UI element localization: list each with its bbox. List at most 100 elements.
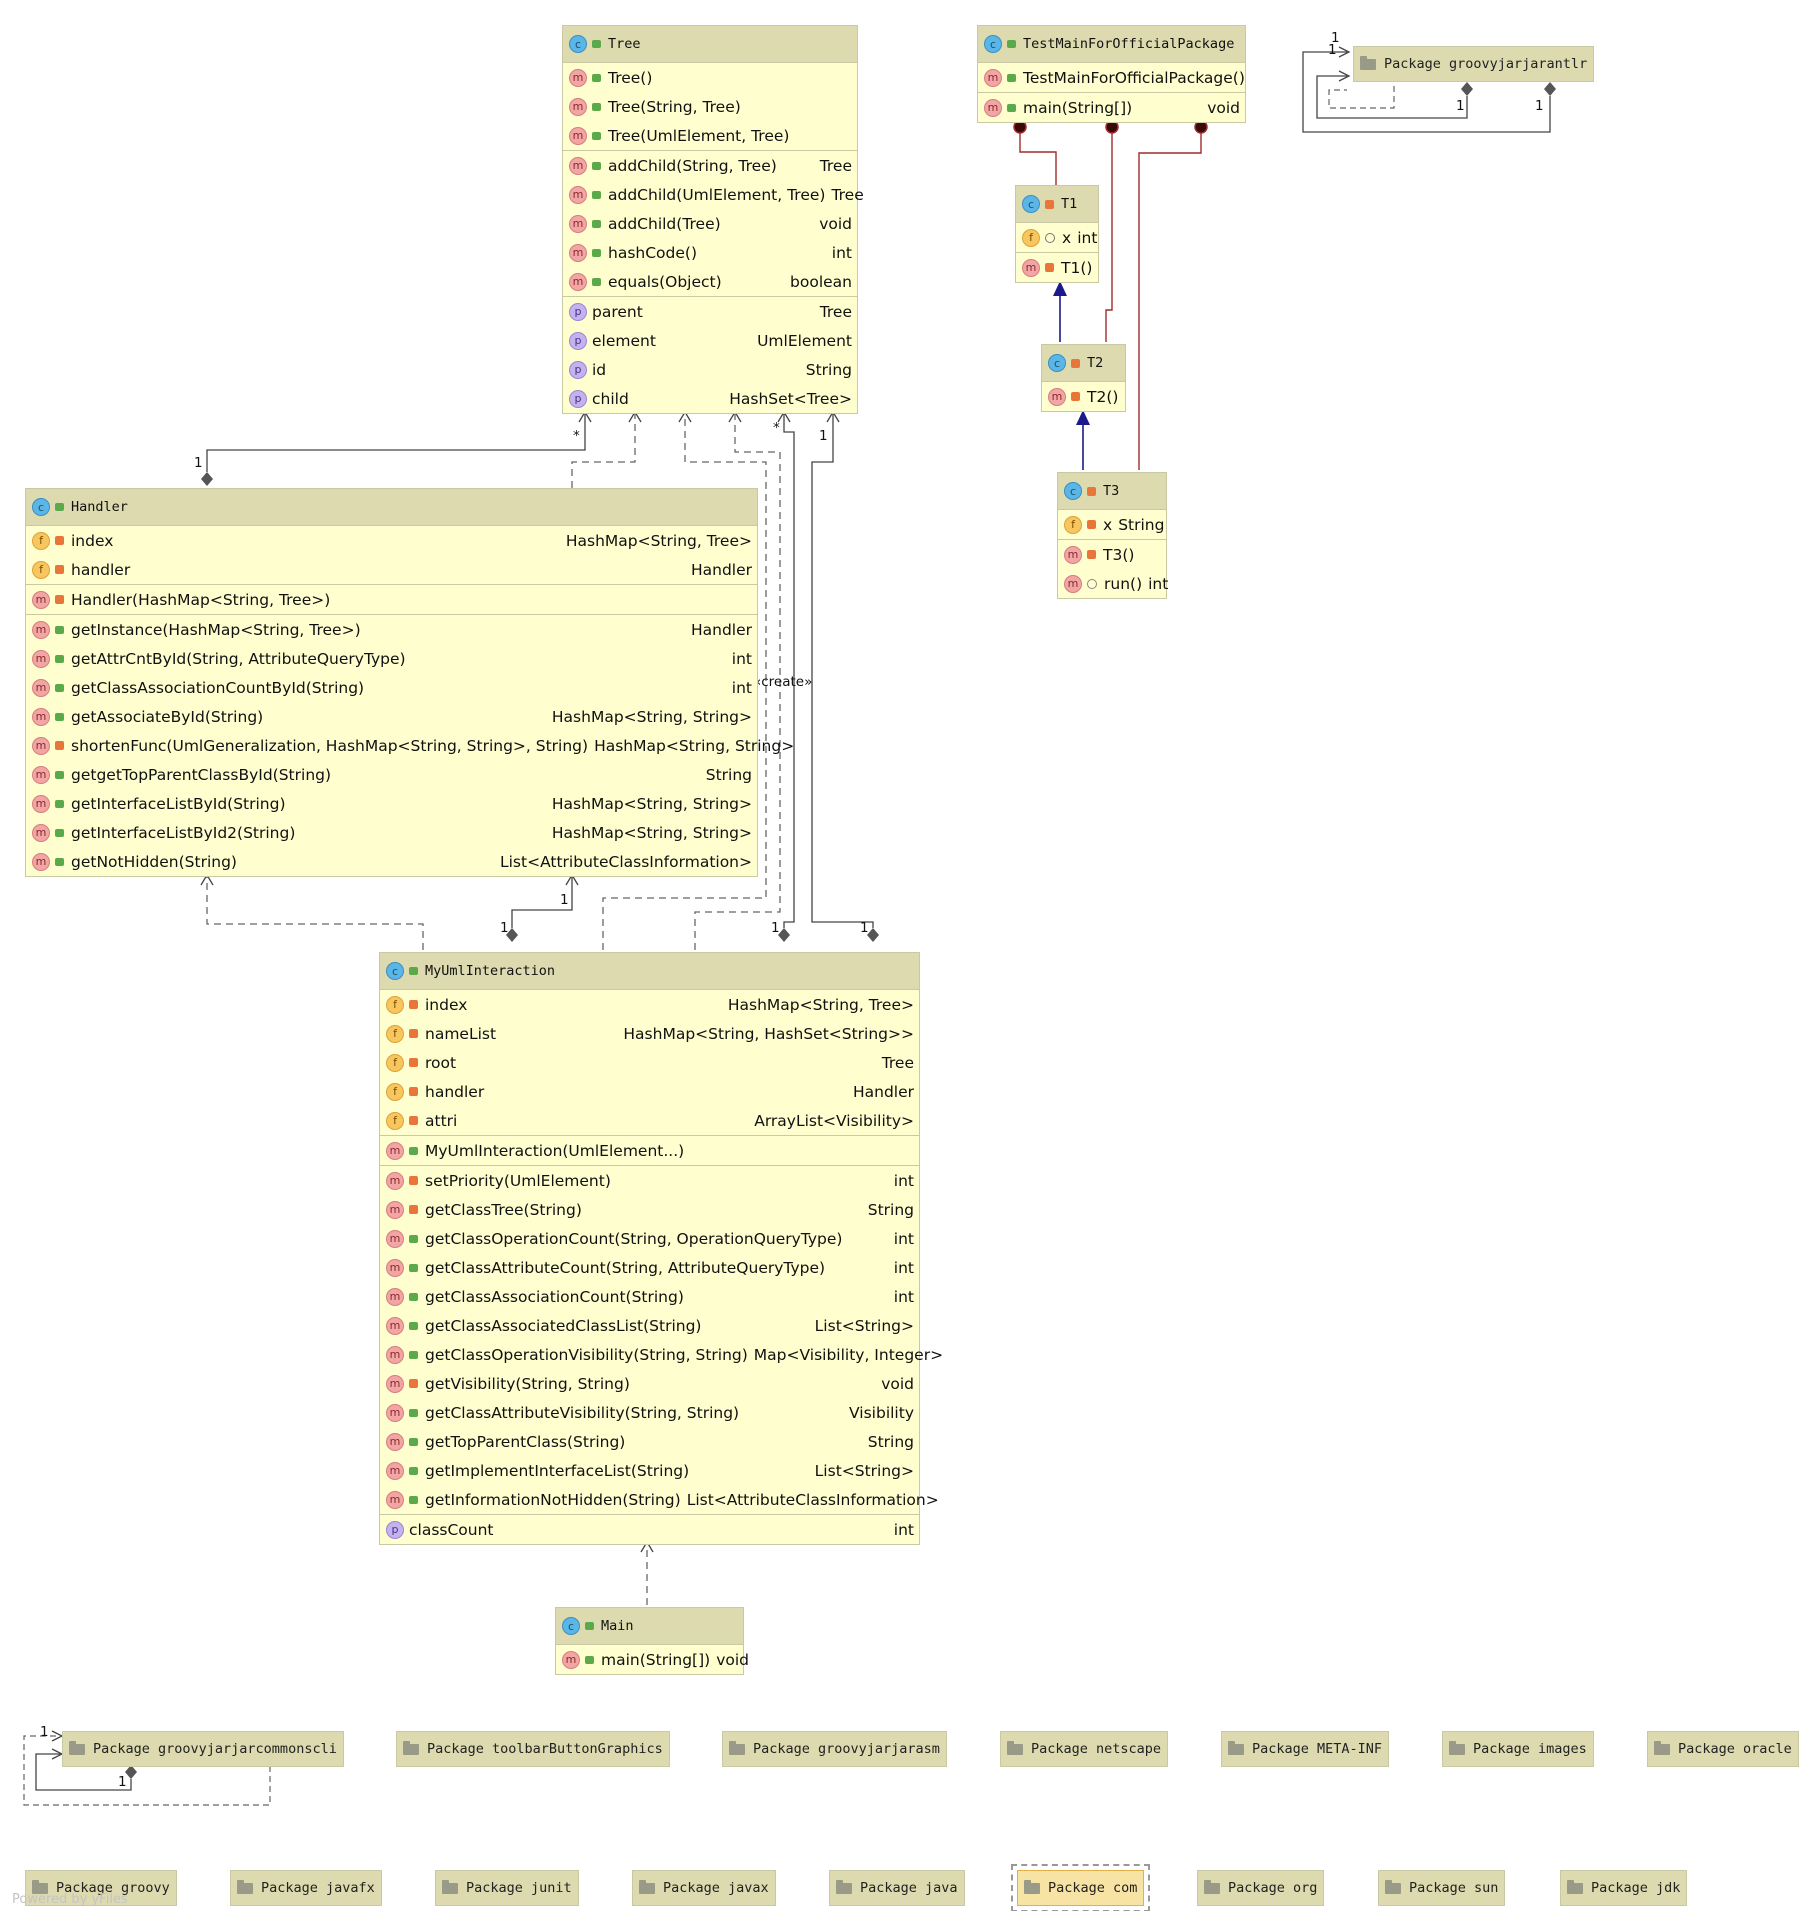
member-type: Handler (690, 620, 752, 639)
package-javafx[interactable]: Package javafx (230, 1870, 382, 1906)
member-name: handler (425, 1082, 485, 1101)
package-toolbarbuttongraphics[interactable]: Package toolbarButtonGraphics (396, 1731, 670, 1767)
class-icon: c (562, 1617, 580, 1635)
private-visibility-icon (55, 595, 64, 604)
package-java[interactable]: Package java (829, 1870, 965, 1906)
folder-icon (1385, 1879, 1401, 1894)
package-images[interactable]: Package images (1442, 1731, 1594, 1767)
package-groovyjarjarcommonscli[interactable]: Package groovyjarjarcommonscli (62, 1731, 344, 1767)
package-jdk[interactable]: Package jdk (1560, 1870, 1688, 1906)
method-icon: m (569, 272, 587, 291)
member-name: getClassAssociationCountById(String) (71, 678, 365, 697)
folder-icon (1204, 1879, 1220, 1894)
method-icon: m (32, 649, 50, 668)
package-groovy[interactable]: Package groovy (25, 1870, 177, 1906)
package-meta-inf[interactable]: Package META-INF (1221, 1731, 1390, 1767)
member-type: String (1118, 515, 1165, 534)
class-icon: c (386, 962, 404, 980)
field-icon: f (386, 1024, 404, 1043)
edge-label-tree-star: * (573, 428, 580, 444)
edge-testmain-t3 (1138, 127, 1202, 470)
member-name: getNotHidden(String) (71, 852, 237, 871)
package-org[interactable]: Package org (1197, 1870, 1325, 1906)
package-javax[interactable]: Package javax (632, 1870, 776, 1906)
package-groovyjarjarasm[interactable]: Package groovyjarjarasm (722, 1731, 947, 1767)
package-groovyjarjarantlr[interactable]: Package groovyjarjarantlr (1353, 46, 1595, 82)
package-oracle[interactable]: Package oracle (1647, 1731, 1799, 1767)
method-icon: m (386, 1287, 404, 1306)
package-com[interactable]: Package com (1010, 1864, 1151, 1911)
package-junit[interactable]: Package junit (435, 1870, 579, 1906)
package-netscape[interactable]: Package netscape (1000, 1731, 1169, 1767)
method-icon: m (569, 97, 587, 116)
member-type: int (1148, 574, 1169, 593)
method-icon: m (569, 214, 587, 233)
package-sun[interactable]: Package sun (1378, 1870, 1506, 1906)
public-visibility-icon (592, 131, 601, 140)
